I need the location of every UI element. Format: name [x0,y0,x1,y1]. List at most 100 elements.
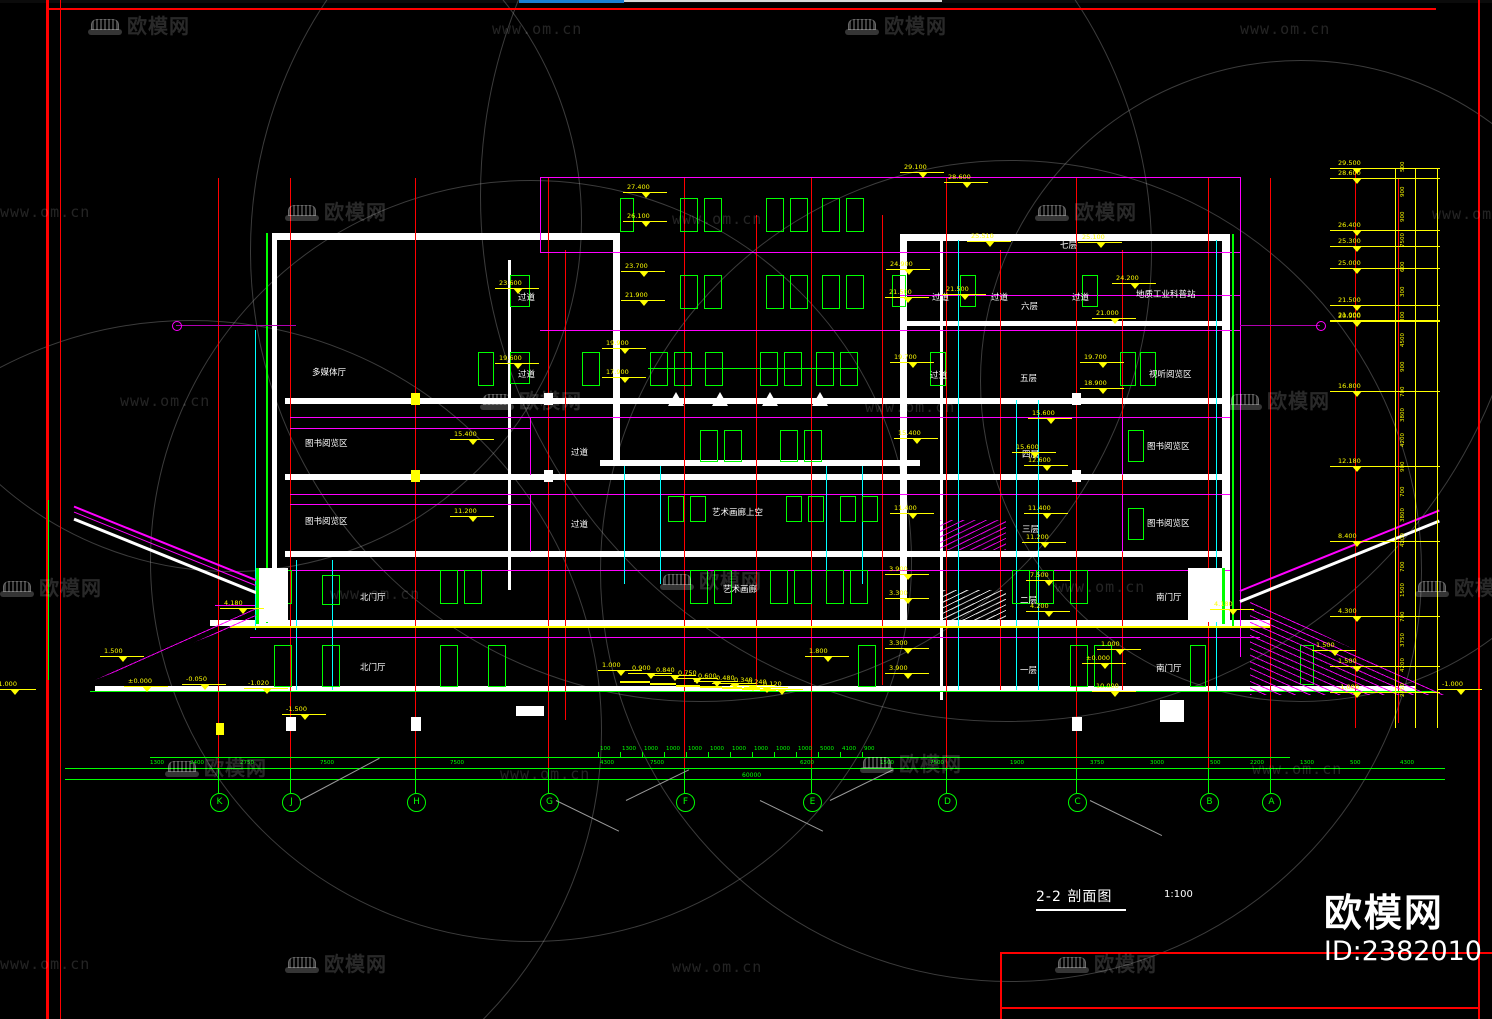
facade-line-left [266,233,268,623]
room-label: 过道 [518,293,536,303]
door [464,570,482,604]
vertical-dimension-value: 300 [1400,311,1406,323]
vertical-dimension-value: 900 [1400,461,1406,473]
vertical-dimension-value: 600 [1400,261,1406,273]
stair-interior-mid [940,520,1006,550]
vertical-dimension-value: 4200 [1400,658,1406,672]
ceiling-line-3 [290,494,1230,495]
window [790,275,808,309]
vertical-dimension-value: 900 [1400,186,1406,198]
elevation-scale-tick [1330,168,1440,169]
grid-line-B [1208,178,1209,778]
grid-bubble-g[interactable]: G [540,793,559,812]
grid-bubble-b[interactable]: B [1200,793,1219,812]
elevation-scale-tick [1330,305,1440,306]
room-label: 三层 [1022,525,1040,535]
mid-roof-slab [600,460,920,466]
dimension-value: 100 [600,746,611,752]
door [1070,645,1088,687]
floor-slab-5 [285,398,1230,404]
vertical-dimension-value: 500 [1400,161,1406,173]
elevation-scale-tick [1330,541,1440,542]
window [784,352,802,386]
dimension-tick [642,752,643,758]
vertical-dimension-value: 700 [1400,561,1406,573]
watermark-url: www.om.cn [672,958,763,976]
grid-bubble-j[interactable]: J [282,793,301,812]
cyan-line-9 [958,240,959,690]
window [766,275,784,309]
window [862,496,878,522]
grid-line-aux6 [1398,178,1399,723]
wall-left-stair [508,260,511,590]
cyan-line-1 [624,466,625,584]
bay-dimension-value: 1300 [1300,760,1314,766]
grid-bubble-stem [1208,768,1209,793]
grid-bubble-d[interactable]: D [938,793,957,812]
dimension-value: 4100 [842,746,856,752]
roof-slab-high [900,234,1230,241]
elevation-scale-tick [1330,268,1440,269]
entry-step [650,683,676,685]
partition-mg-5 [540,177,541,253]
room-label: 一层 [1020,666,1038,676]
overall-dimension: 60000 [742,772,762,779]
wall-left-outer [272,233,277,623]
window [704,275,722,309]
dimension-value: 1000 [754,746,768,752]
window [960,275,976,307]
window [892,275,906,307]
grid-bubble-e[interactable]: E [803,793,822,812]
entry-step [620,681,650,683]
grid-bubble-c[interactable]: C [1068,793,1087,812]
dimension-value: 1000 [798,746,812,752]
room-label: 南门厅 [1156,664,1182,674]
green-vert-top [48,500,49,680]
floor-slab-4 [285,474,1230,480]
elev-scale-axis-1 [1395,168,1396,728]
ceiling-line-4 [290,417,1230,418]
window [1082,275,1098,307]
sheet-border-inner-left [60,0,61,1019]
window [704,198,722,232]
column-cap [411,470,420,482]
entry-step [676,685,700,687]
green-horiz-4 [150,757,1290,758]
drawing-title-block: 2-2 剖面图 1:100 [1036,886,1193,911]
skylight-ridge [648,368,858,369]
window [724,430,742,462]
room-label: 图书阅览区 [1147,442,1190,452]
cyan-line-6 [332,560,333,690]
elevation-scale-tick [1330,321,1440,322]
door [858,645,876,687]
grid-bubble-a[interactable]: A [1262,793,1281,812]
elevation-scale-tick [1330,616,1440,617]
ceiling-line-upper [900,295,1240,296]
bay-dimension-value: 3750 [1090,760,1104,766]
grid-bubble-h[interactable]: H [407,793,426,812]
room-label: 过道 [932,293,950,303]
sheet-border-top [46,8,1436,10]
grid-line-F [684,178,685,778]
cyan-line-8 [1038,400,1039,690]
entry-canopy-left [258,568,288,622]
dimension-tick [686,752,687,758]
grid-bubble-f[interactable]: F [676,793,695,812]
column-base [216,723,224,735]
door [440,645,458,687]
grid-bubble-k[interactable]: K [210,793,229,812]
grid-line-K [218,178,219,778]
dimension-tick [752,752,753,758]
ceiling-line-2 [290,570,1230,571]
floor-slab-2 [210,620,1270,626]
drawing-scale: 1:100 [1164,889,1193,900]
ceiling-line-1 [250,637,1260,638]
window [1128,508,1144,540]
window [1120,352,1136,386]
vertical-dimension-value: 700 [1400,386,1406,398]
dimension-value: 1000 [666,746,680,752]
column-cap [1072,393,1081,405]
vertical-dimension-value: 4200 [1400,433,1406,447]
window [790,198,808,232]
